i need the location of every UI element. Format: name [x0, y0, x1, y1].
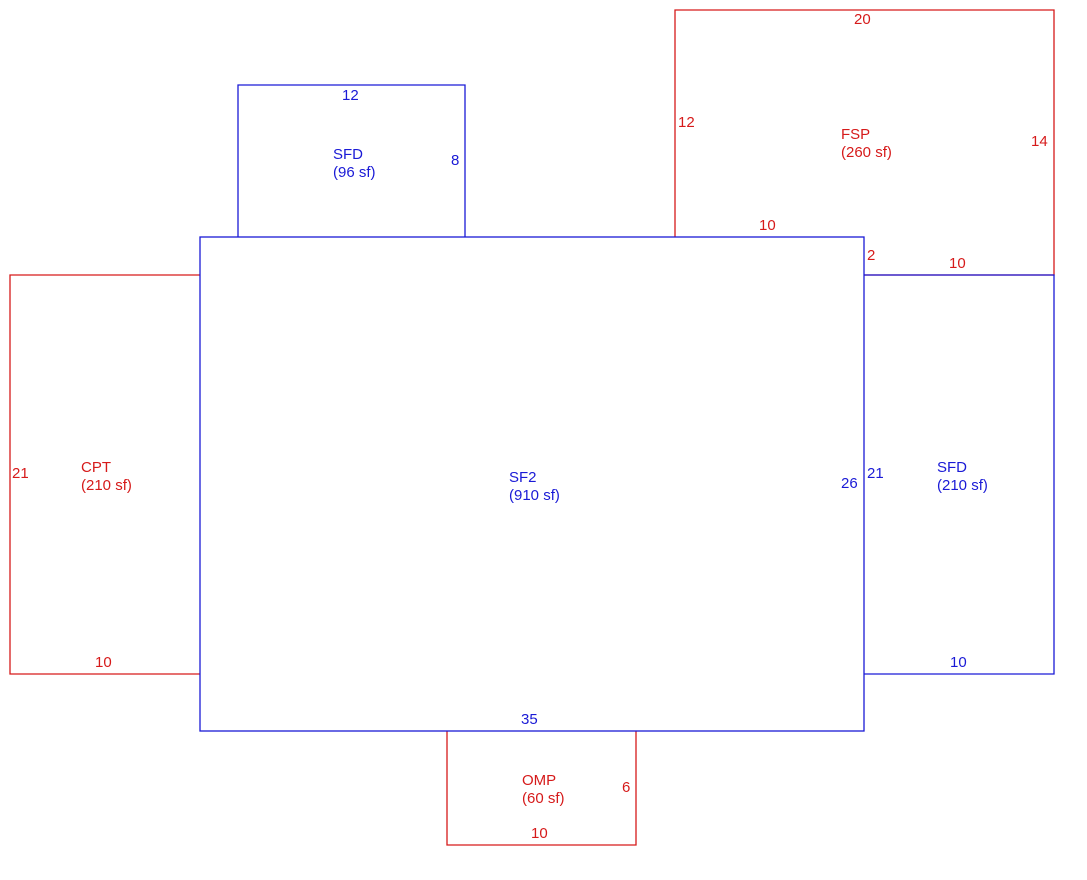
sfd-top-size: (96 sf)	[333, 164, 376, 181]
sfd-top-outline	[237, 84, 466, 237]
cpt-width-dimension: 10	[95, 654, 112, 671]
sfd-right-size: (210 sf)	[937, 477, 988, 494]
sf2-outline	[199, 236, 865, 732]
cpt-size: (210 sf)	[81, 477, 132, 494]
sf2-width-dimension: 35	[521, 711, 538, 728]
sf2-size: (910 sf)	[509, 487, 560, 504]
sfd-right-width-dimension: 10	[950, 654, 967, 671]
sfd-right-outline	[864, 274, 1055, 675]
fsp-outer-bottom-dimension: 10	[949, 255, 966, 272]
omp-area-label: OMP (60 sf)	[522, 772, 565, 808]
sfd-right-area-label: SFD (210 sf)	[937, 459, 988, 495]
cpt-outline	[9, 274, 200, 675]
cpt-area-label: CPT (210 sf)	[81, 459, 132, 495]
fsp-area-label: FSP (260 sf)	[841, 126, 892, 162]
omp-outline	[446, 731, 637, 846]
sf2-depth-dimension: 26	[841, 475, 858, 492]
omp-width-dimension: 10	[531, 825, 548, 842]
omp-size: (60 sf)	[522, 790, 565, 807]
cpt-name: CPT	[81, 459, 111, 476]
sfd-top-area-label: SFD (96 sf)	[333, 146, 376, 182]
omp-depth-dimension: 6	[622, 779, 631, 796]
cpt-depth-dimension: 21	[12, 465, 29, 482]
fsp-step-dimension: 2	[867, 247, 876, 264]
sfd-top-name: SFD	[333, 146, 363, 163]
sf2-area-label: SF2 (910 sf)	[509, 469, 560, 505]
fsp-right-dimension: 14	[1031, 133, 1048, 150]
fsp-left-dimension: 12	[678, 114, 695, 131]
sf2-name: SF2	[509, 469, 537, 486]
omp-name: OMP	[522, 772, 557, 789]
fsp-name: FSP	[841, 126, 871, 143]
sfd-right-name: SFD	[937, 459, 967, 476]
fsp-top-dimension: 20	[854, 11, 871, 28]
sfd-right-depth-dimension: 21	[867, 465, 884, 482]
fsp-inner-bottom-dimension: 10	[759, 217, 776, 234]
sfd-top-depth-dimension: 8	[451, 152, 460, 169]
sfd-top-width-dimension: 12	[342, 87, 359, 104]
fsp-size: (260 sf)	[841, 144, 892, 161]
